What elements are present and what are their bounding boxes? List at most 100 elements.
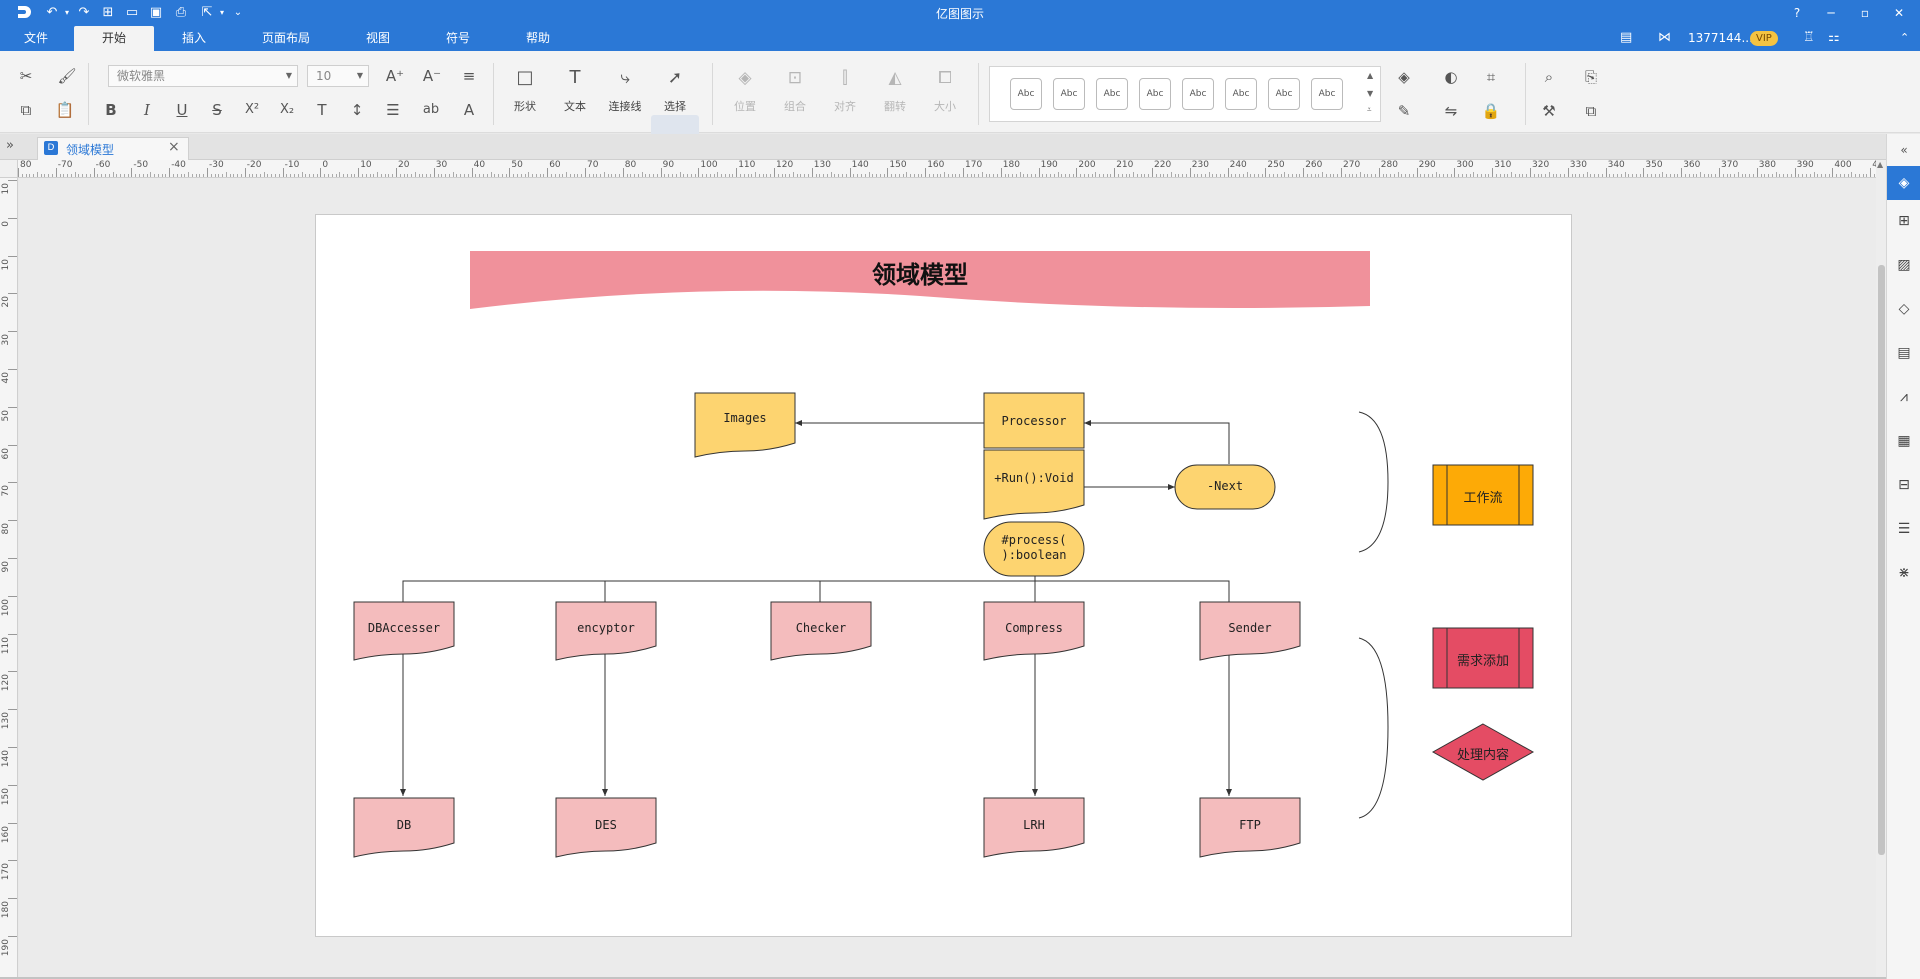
subscript-icon[interactable]: X₂ [279, 102, 295, 117]
undo-icon[interactable]: ↶ [46, 5, 58, 20]
feedback-icon[interactable]: ▤ [1620, 30, 1633, 45]
outline-icon[interactable]: ☰ [1897, 521, 1911, 537]
find-replace-icon[interactable]: ⎘ [1584, 68, 1597, 86]
new-icon[interactable]: ⊞ [102, 5, 114, 20]
font-family-select[interactable]: 微软雅黑 ▼ [108, 65, 298, 87]
tools-icon[interactable]: ⚒ [1542, 102, 1556, 120]
diagram-page[interactable]: 领域模型 Images Processor +Run():Void -Next … [315, 214, 1572, 937]
vip-badge[interactable]: VIP [1750, 31, 1778, 46]
help-button[interactable]: ? [1793, 6, 1801, 20]
page-icon[interactable]: ▤ [1897, 345, 1911, 361]
group-label[interactable]: 组合 [784, 100, 806, 113]
template-icon[interactable]: ⊞ [1898, 213, 1910, 229]
horizontal-scrollbar[interactable] [0, 977, 1886, 979]
tab-insert[interactable]: 插入 [181, 31, 206, 45]
layers-icon[interactable]: ◇ [1898, 301, 1910, 317]
export-dropdown-icon[interactable]: ▾ [219, 8, 224, 17]
line-color-icon[interactable]: ✎ [1397, 102, 1411, 120]
gallery-down-icon[interactable]: ▼ [1367, 89, 1374, 98]
print-icon[interactable]: ⎙ [175, 5, 187, 20]
shape-icon[interactable]: □ [516, 67, 534, 88]
style-preset[interactable]: Abc [1268, 78, 1300, 110]
collapse-panel-icon[interactable]: « [1900, 143, 1908, 157]
undo-dropdown-icon[interactable]: ▾ [64, 8, 69, 17]
mindmap-icon[interactable]: ⋇ [1898, 565, 1910, 581]
tab-file[interactable]: 文件 [23, 31, 48, 45]
underline-icon[interactable]: U [176, 101, 188, 119]
line-style-icon[interactable]: ⇋ [1444, 102, 1458, 120]
logo-icon[interactable] [14, 3, 34, 23]
close-tab-icon[interactable]: × [168, 139, 180, 155]
skin-icon[interactable]: ♖ [1803, 30, 1815, 45]
redo-icon[interactable]: ↷ [78, 5, 90, 20]
superscript-icon[interactable]: X² [244, 102, 260, 117]
style-preset[interactable]: Abc [1311, 78, 1343, 110]
increase-font-icon[interactable]: A⁺ [385, 67, 405, 85]
align-objects-icon[interactable]: ⫿ [842, 68, 848, 88]
font-color-icon[interactable]: A [463, 101, 475, 119]
format-painter-icon[interactable]: 🖌 [57, 67, 77, 85]
replace-shape-icon[interactable]: ⧉ [1585, 102, 1597, 120]
flip-label[interactable]: 翻转 [884, 100, 906, 113]
canvas[interactable]: 领域模型 Images Processor +Run():Void -Next … [19, 178, 1876, 977]
position-label[interactable]: 位置 [734, 100, 756, 113]
shadow-icon[interactable]: ◐ [1444, 68, 1458, 86]
paste-icon[interactable]: 📋 [55, 101, 75, 119]
scroll-up-icon[interactable]: ▲ [1877, 160, 1884, 169]
copy-icon[interactable]: ⧉ [20, 101, 32, 119]
strikethrough-icon[interactable]: S [212, 101, 222, 119]
select-icon[interactable]: ➚ [667, 68, 683, 88]
minimize-button[interactable]: ─ [1827, 6, 1835, 20]
style-preset[interactable]: Abc [1096, 78, 1128, 110]
shape-tool-label[interactable]: 形状 [514, 100, 536, 113]
style-preset[interactable]: Abc [1182, 78, 1214, 110]
org-icon[interactable]: ⊟ [1898, 477, 1910, 493]
document-tab[interactable]: D 领域模型 × [37, 137, 189, 160]
style-preset[interactable]: Abc [1053, 78, 1085, 110]
expand-library-icon[interactable]: » [6, 138, 14, 153]
search-icon[interactable]: ⌕ [1544, 68, 1554, 86]
text-tool-label[interactable]: 文本 [564, 100, 586, 113]
gallery-up-icon[interactable]: ▲ [1367, 71, 1374, 80]
text-style-icon[interactable]: T [317, 101, 327, 119]
tab-view[interactable]: 视图 [365, 31, 390, 45]
size-label[interactable]: 大小 [934, 100, 956, 113]
bullets-icon[interactable]: ☰ [386, 101, 400, 119]
customize-icon[interactable]: ⌄ [233, 7, 243, 18]
tab-help[interactable]: 帮助 [525, 31, 550, 45]
select-tool-label[interactable]: 选择 [664, 100, 686, 113]
text-case-icon[interactable]: ab [422, 102, 440, 117]
open-icon[interactable]: ▭ [125, 5, 139, 20]
connector-tool-label[interactable]: 连接线 [608, 100, 642, 113]
style-preset[interactable]: Abc [1139, 78, 1171, 110]
crop-icon[interactable]: ⌗ [1486, 68, 1496, 86]
size-icon[interactable]: ⧠ [938, 68, 952, 88]
tab-home[interactable]: 开始 [74, 26, 154, 51]
export-icon[interactable]: ⇱ [201, 5, 213, 20]
align-label[interactable]: 对齐 [834, 100, 856, 113]
share-icon[interactable]: ⋈ [1658, 30, 1671, 45]
fill-icon[interactable]: ◈ [1887, 166, 1920, 200]
bold-icon[interactable]: B [105, 101, 117, 119]
cut-icon[interactable]: ✂ [19, 67, 33, 85]
save-icon[interactable]: ▣ [149, 5, 163, 20]
align-icon[interactable]: ≡ [462, 67, 476, 85]
table-icon[interactable]: ▦ [1897, 433, 1911, 449]
connector-icon[interactable]: ⤷ [620, 68, 630, 88]
collapse-ribbon-icon[interactable]: ⌃ [1900, 31, 1910, 44]
image-icon[interactable]: ▨ [1897, 257, 1911, 273]
apps-icon[interactable]: ⚏ [1828, 30, 1840, 45]
line-spacing-icon[interactable]: ↕ [350, 101, 364, 119]
flip-icon[interactable]: ◭ [888, 68, 902, 88]
decrease-font-icon[interactable]: A⁻ [422, 67, 442, 85]
tab-symbol[interactable]: 符号 [445, 31, 470, 45]
chart-icon[interactable]: ⩘ [1900, 389, 1908, 405]
restore-button[interactable]: ▫ [1860, 6, 1870, 20]
lock-icon[interactable]: 🔒 [1481, 102, 1501, 120]
fill-color-icon[interactable]: ◈ [1398, 68, 1410, 86]
position-icon[interactable]: ◈ [738, 68, 752, 88]
vertical-scrollbar[interactable]: ▲ [1876, 160, 1886, 977]
user-account[interactable]: 1377144... [1688, 31, 1753, 45]
group-icon[interactable]: ⊡ [787, 68, 803, 88]
scrollbar-thumb[interactable] [1878, 265, 1885, 855]
